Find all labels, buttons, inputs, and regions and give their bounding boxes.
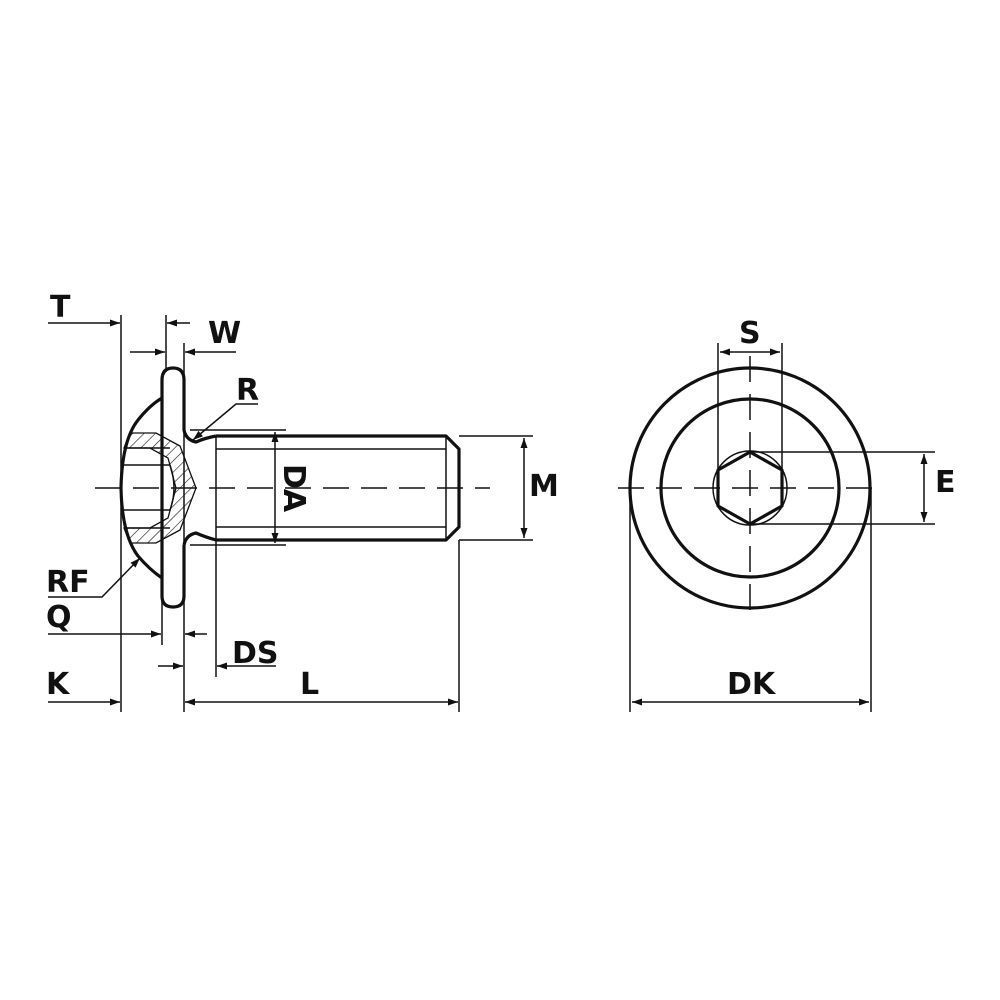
label-RF: RF xyxy=(46,565,90,600)
end-extension-lines xyxy=(629,343,935,712)
label-DA: DA xyxy=(276,464,311,513)
label-S: S xyxy=(739,316,761,351)
label-DS: DS xyxy=(232,636,279,671)
label-Q: Q xyxy=(46,600,72,635)
end-view: S E DK xyxy=(618,316,956,712)
label-M: M xyxy=(529,469,559,504)
label-E: E xyxy=(935,465,956,500)
label-W: W xyxy=(208,316,241,351)
label-K: K xyxy=(46,667,71,702)
label-L: L xyxy=(300,667,319,702)
side-view: T W R DA M RF Q DS K L xyxy=(46,290,559,712)
dim-RF-leader xyxy=(48,557,141,598)
label-DK: DK xyxy=(727,667,777,702)
thread-lines xyxy=(215,436,447,540)
label-T: T xyxy=(50,290,71,325)
label-R: R xyxy=(236,373,259,408)
extension-lines xyxy=(120,315,533,712)
socket-lines xyxy=(124,447,175,529)
dim-R-leader xyxy=(192,403,258,441)
